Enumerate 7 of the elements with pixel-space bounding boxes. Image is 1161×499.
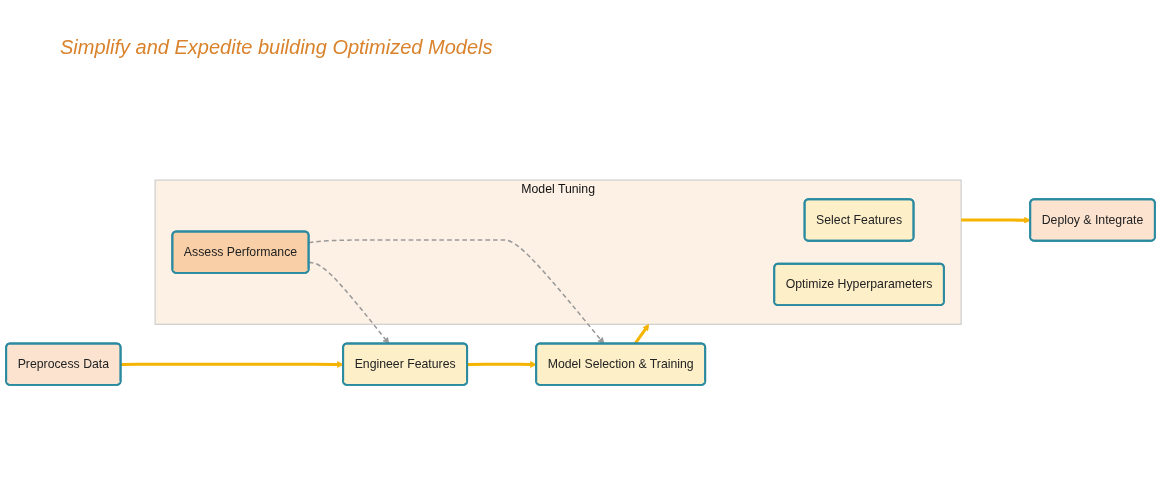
diagram-title: Simplify and Expedite building Optimized Models xyxy=(60,36,493,59)
arrow xyxy=(308,261,390,345)
arrow xyxy=(467,361,537,368)
arrow xyxy=(120,361,344,368)
arrow xyxy=(961,216,1031,224)
arrow xyxy=(308,239,605,345)
arrow xyxy=(634,324,650,345)
